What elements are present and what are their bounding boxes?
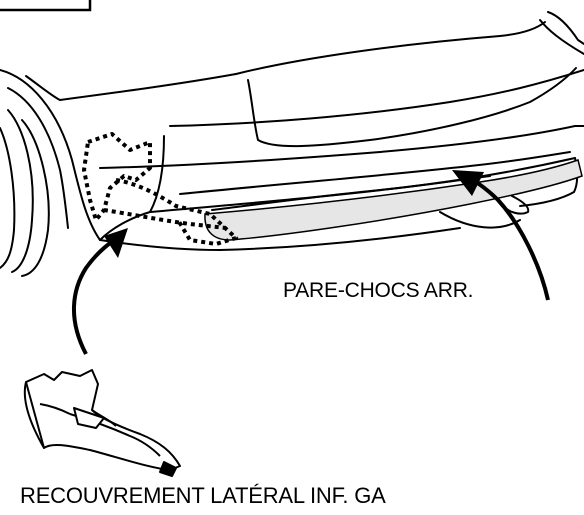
lower-side-cover-label: RECOUVREMENT LATÉRAL INF. GA [20,483,386,509]
corner-frame [0,0,90,10]
rear-bumper-shaded [205,160,582,240]
cover-arrow [74,228,128,354]
rear-bumper-label: PARE-CHOCS ARR. [283,279,473,303]
lower-side-cover-part [25,370,180,476]
